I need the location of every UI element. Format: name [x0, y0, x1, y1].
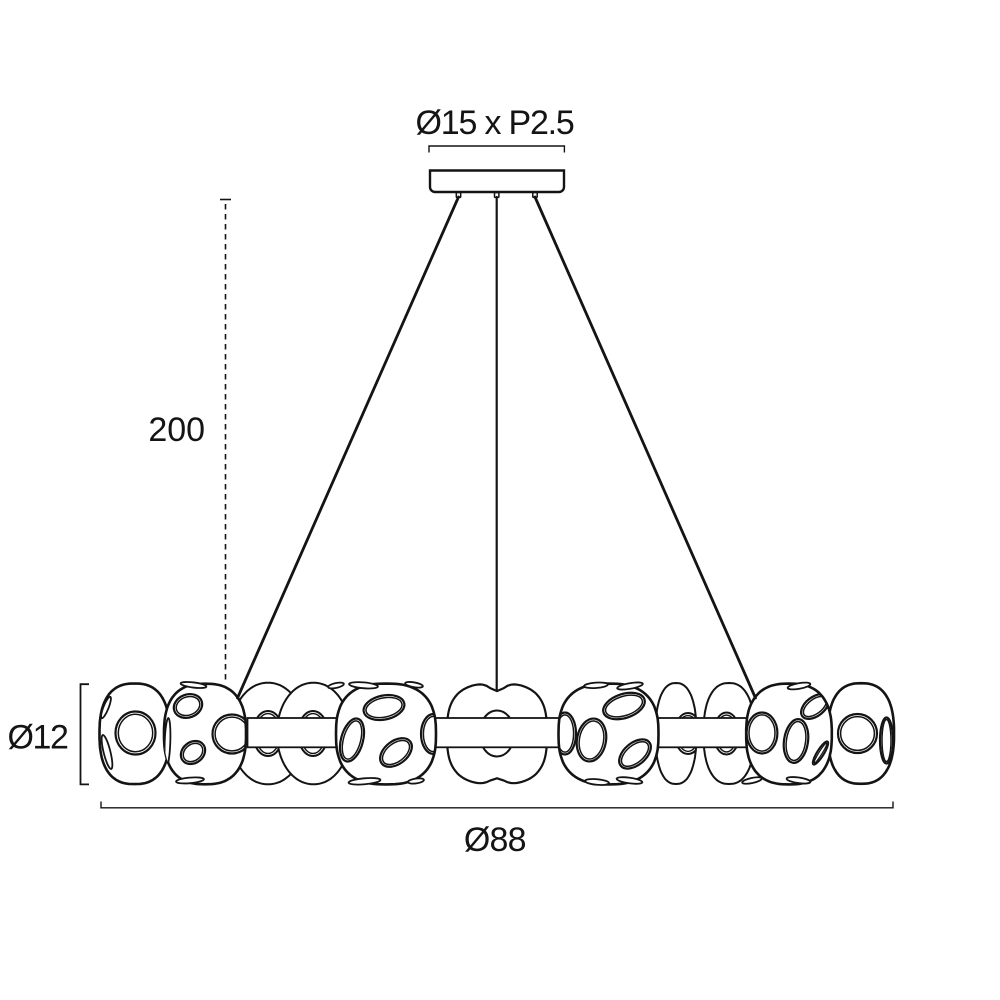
svg-text:200: 200	[148, 411, 205, 449]
svg-text:Ø15 x P2.5: Ø15 x P2.5	[416, 104, 574, 142]
svg-text:Ø12: Ø12	[7, 719, 68, 757]
svg-text:Ø88: Ø88	[464, 821, 526, 859]
